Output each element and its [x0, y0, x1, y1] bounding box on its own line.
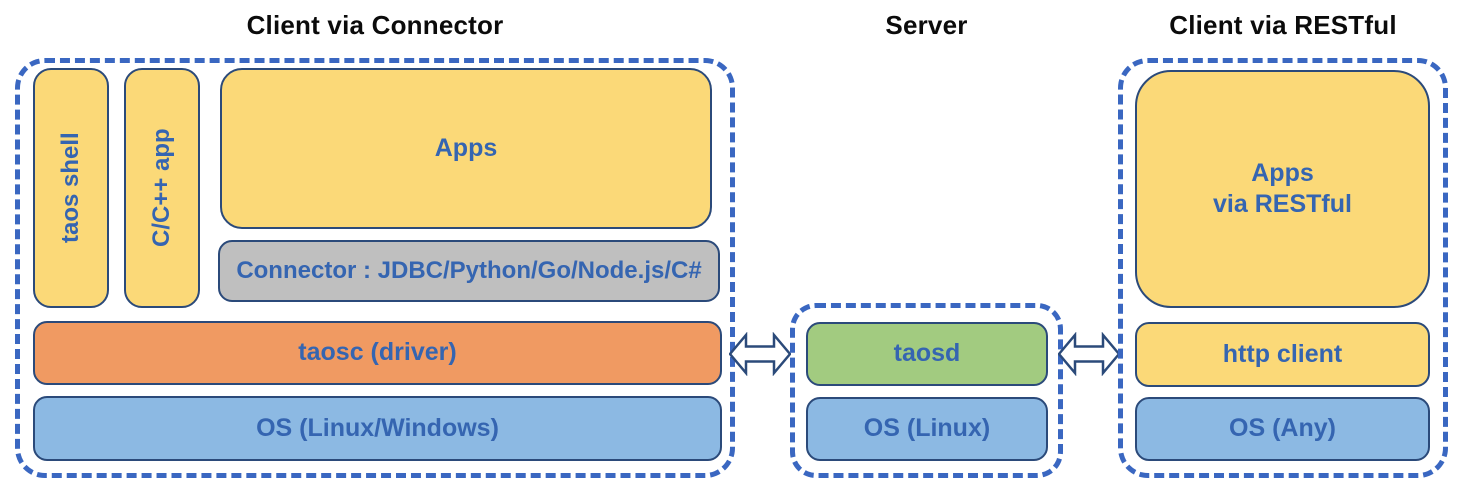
cpp-app-box: C/C++ app	[124, 68, 200, 308]
http-client-label: http client	[1222, 339, 1343, 368]
title-client-via-connector: Client via Connector	[246, 10, 504, 40]
os-linux-label: OS (Linux)	[863, 414, 991, 443]
server-panel	[790, 303, 1063, 478]
taosc-driver-box: taosc (driver)	[33, 321, 722, 385]
client-restful-panel	[1118, 58, 1448, 478]
apps-box: Apps	[220, 68, 712, 229]
connector-label: Connector : JDBC/Python/Go/Node.js/C#	[236, 257, 702, 284]
connector-box: Connector : JDBC/Python/Go/Node.js/C#	[218, 240, 720, 302]
os-linux-windows-box: OS (Linux/Windows)	[33, 396, 722, 461]
http-client-box: http client	[1135, 322, 1430, 387]
client-connector-panel	[15, 58, 735, 478]
apps-via-restful-box: Apps via RESTful	[1135, 70, 1430, 308]
taos-shell-label: taos shell	[57, 132, 84, 244]
os-any-box: OS (Any)	[1135, 397, 1430, 461]
apps-label: Apps	[434, 133, 498, 162]
apps-via-restful-label-line2: via RESTful	[1213, 190, 1352, 218]
taosd-box: taosd	[806, 322, 1048, 386]
cpp-app-label: C/C++ app	[148, 128, 175, 248]
taos-shell-box: taos shell	[33, 68, 109, 308]
os-linux-windows-label: OS (Linux/Windows)	[256, 413, 499, 442]
double-arrow-icon	[729, 332, 791, 376]
title-server: Server	[885, 10, 968, 40]
os-linux-box: OS (Linux)	[806, 397, 1048, 461]
taosc-driver-label: taosc (driver)	[298, 338, 457, 367]
taosd-label: taosd	[893, 339, 961, 368]
title-client-via-restful: Client via RESTful	[1169, 10, 1397, 40]
double-arrow-icon	[1058, 332, 1120, 376]
apps-via-restful-label-line1: Apps	[1251, 158, 1314, 187]
os-any-label: OS (Any)	[1229, 414, 1336, 443]
